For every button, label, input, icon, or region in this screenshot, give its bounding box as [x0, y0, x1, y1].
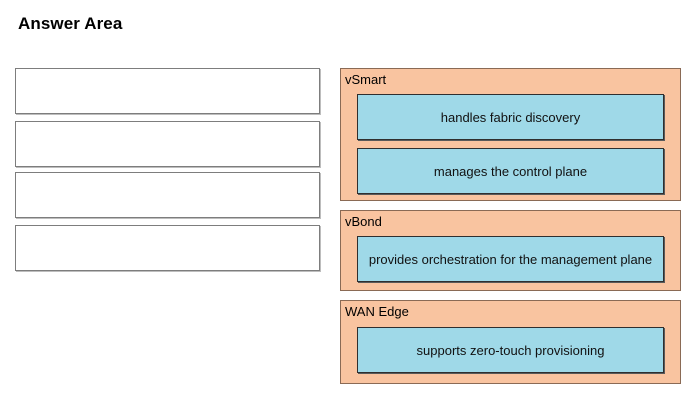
- answer-slot-3[interactable]: [15, 172, 320, 218]
- group-label-wan-edge: WAN Edge: [345, 304, 409, 319]
- item-manages-control-plane[interactable]: manages the control plane: [357, 148, 664, 194]
- answer-area-title: Answer Area: [18, 14, 123, 33]
- item-handles-fabric-discovery[interactable]: handles fabric discovery: [357, 94, 664, 140]
- answer-slot-1[interactable]: [15, 68, 320, 114]
- item-provides-orchestration[interactable]: provides orchestration for the managemen…: [357, 236, 664, 282]
- group-vsmart[interactable]: vSmart handles fabric discovery manages …: [340, 68, 681, 201]
- item-supports-zero-touch[interactable]: supports zero-touch provisioning: [357, 327, 664, 373]
- answer-slot-4[interactable]: [15, 225, 320, 271]
- group-vbond[interactable]: vBond provides orchestration for the man…: [340, 210, 681, 291]
- answer-slot-2[interactable]: [15, 121, 320, 167]
- group-wan-edge[interactable]: WAN Edge supports zero-touch provisionin…: [340, 300, 681, 384]
- group-label-vsmart: vSmart: [345, 72, 387, 87]
- group-label-vbond: vBond: [345, 214, 382, 229]
